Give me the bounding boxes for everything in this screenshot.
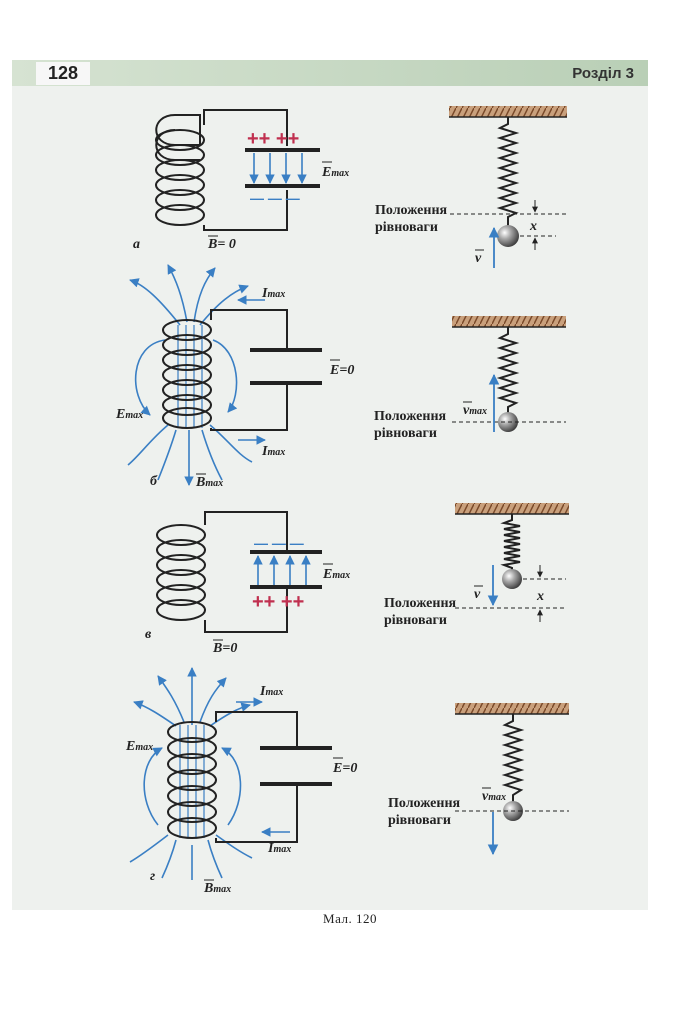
v-max-label-4: v: [482, 789, 489, 804]
b-max-label-b: B: [195, 475, 205, 490]
ceiling-4: [455, 703, 569, 714]
panel-label-b: б: [150, 474, 158, 489]
panel-label-g: г: [150, 869, 155, 884]
i-max-label-bottom-b: I: [261, 444, 268, 459]
v-max-label-2: v: [463, 403, 470, 418]
svg-text:Bmax: Bmax: [195, 475, 223, 490]
header-band: [12, 60, 648, 86]
svg-text:Emax: Emax: [321, 165, 349, 180]
panel-label-a: а: [133, 237, 140, 252]
coil-b-inner-lines: [177, 325, 203, 428]
e-max-label-b: E: [115, 407, 125, 422]
e-max-label-v: E: [322, 567, 332, 582]
panel-a-circuit: ++ ++ — — — Emax а B= 0: [133, 109, 349, 252]
equilibrium-label-3-line1: Положення: [384, 596, 457, 611]
b-max-label-g: B: [203, 881, 213, 896]
equilibrium-label-3-line2: рівноваги: [384, 613, 447, 628]
x-label-3: x: [536, 589, 544, 604]
e-max-label-a: E: [321, 165, 331, 180]
coil-a: [155, 109, 288, 231]
svg-text:Imax: Imax: [259, 684, 283, 699]
equilibrium-label-1-line1: Положення: [375, 203, 448, 218]
vector-overbars: [196, 161, 491, 881]
e-zero-label-b: E: [329, 363, 339, 378]
e-max-label-g: E: [125, 739, 135, 754]
spring-pendulum-4: vmax Положення рівноваги: [388, 703, 569, 856]
i-max-label-bottom-g: I: [267, 841, 274, 856]
v-label-1: v: [475, 251, 482, 266]
svg-text:E=0: E=0: [332, 761, 357, 776]
svg-text:B=0: B=0: [212, 641, 237, 656]
svg-text:Emax: Emax: [125, 739, 153, 754]
svg-text:Imax: Imax: [261, 286, 285, 301]
svg-text:Emax: Emax: [115, 407, 143, 422]
page-background: [12, 60, 648, 910]
svg-text:Imax: Imax: [267, 841, 291, 856]
equilibrium-label-2-line2: рівноваги: [374, 426, 437, 441]
svg-text:E=0: E=0: [329, 363, 354, 378]
section-title: Розділ 3: [572, 65, 634, 82]
b-zero-label-v: B: [212, 641, 222, 656]
equilibrium-label-4-line1: Положення: [388, 796, 461, 811]
plate-charge-plus-v: ++ ++: [252, 591, 304, 613]
equilibrium-label-1-line2: рівноваги: [375, 220, 438, 235]
coil-g: [167, 711, 298, 843]
plate-charge-minus-a: — — —: [250, 190, 300, 206]
ball-1: [497, 225, 519, 247]
e-zero-label-g: E: [332, 761, 342, 776]
e-field-arrows-a: [249, 153, 307, 184]
v-label-3: v: [474, 587, 481, 602]
coil-v: [156, 511, 288, 633]
spring-4: [501, 714, 525, 802]
b-zero-label-a: B: [207, 237, 217, 252]
figure-caption: Мал. 120: [323, 911, 377, 926]
svg-text:vmax: vmax: [463, 403, 487, 418]
spring-pendulum-1: x v Положення рівноваги: [375, 106, 567, 268]
spring-pendulum-3: x v Положення рівноваги: [384, 503, 569, 628]
svg-text:Imax: Imax: [261, 444, 285, 459]
equilibrium-label-2-line1: Положення: [374, 409, 447, 424]
svg-text:Bmax: Bmax: [203, 881, 231, 896]
plate-charge-minus-v: — — —: [254, 535, 304, 551]
field-lines-b: [127, 264, 253, 486]
x-label-1: x: [529, 219, 537, 234]
equilibrium-label-4-line2: рівноваги: [388, 813, 451, 828]
spring-1: [496, 117, 520, 226]
e-field-arrows-v: [253, 555, 311, 585]
panel-label-v: в: [145, 627, 152, 642]
field-lines-g: [129, 667, 253, 880]
svg-text:vmax: vmax: [482, 789, 506, 804]
panel-v-circuit: — — — ++ ++ Emax в B=0: [145, 511, 350, 656]
panel-b-circuit: Imax Imax E=0 Emax Bmax б: [115, 264, 354, 490]
ceiling-2: [452, 316, 566, 327]
ball-3: [502, 569, 522, 589]
svg-text:B= 0: B= 0: [207, 237, 236, 252]
ceiling-3: [455, 503, 569, 514]
ceiling-1: [449, 106, 567, 117]
spring-pendulum-2: vmax Положення рівноваги: [374, 316, 566, 441]
panel-g-circuit: Imax Imax E=0 Emax Bmax г: [125, 667, 357, 896]
svg-text:Emax: Emax: [322, 567, 350, 582]
plate-charge-plus-a: ++ ++: [247, 128, 299, 150]
i-max-label-top-b: I: [261, 286, 268, 301]
i-max-label-top-g: I: [259, 684, 266, 699]
spring-2: [496, 327, 520, 413]
page-number: 128: [36, 62, 90, 85]
spring-3: [500, 514, 521, 570]
coil-b: [162, 309, 288, 431]
